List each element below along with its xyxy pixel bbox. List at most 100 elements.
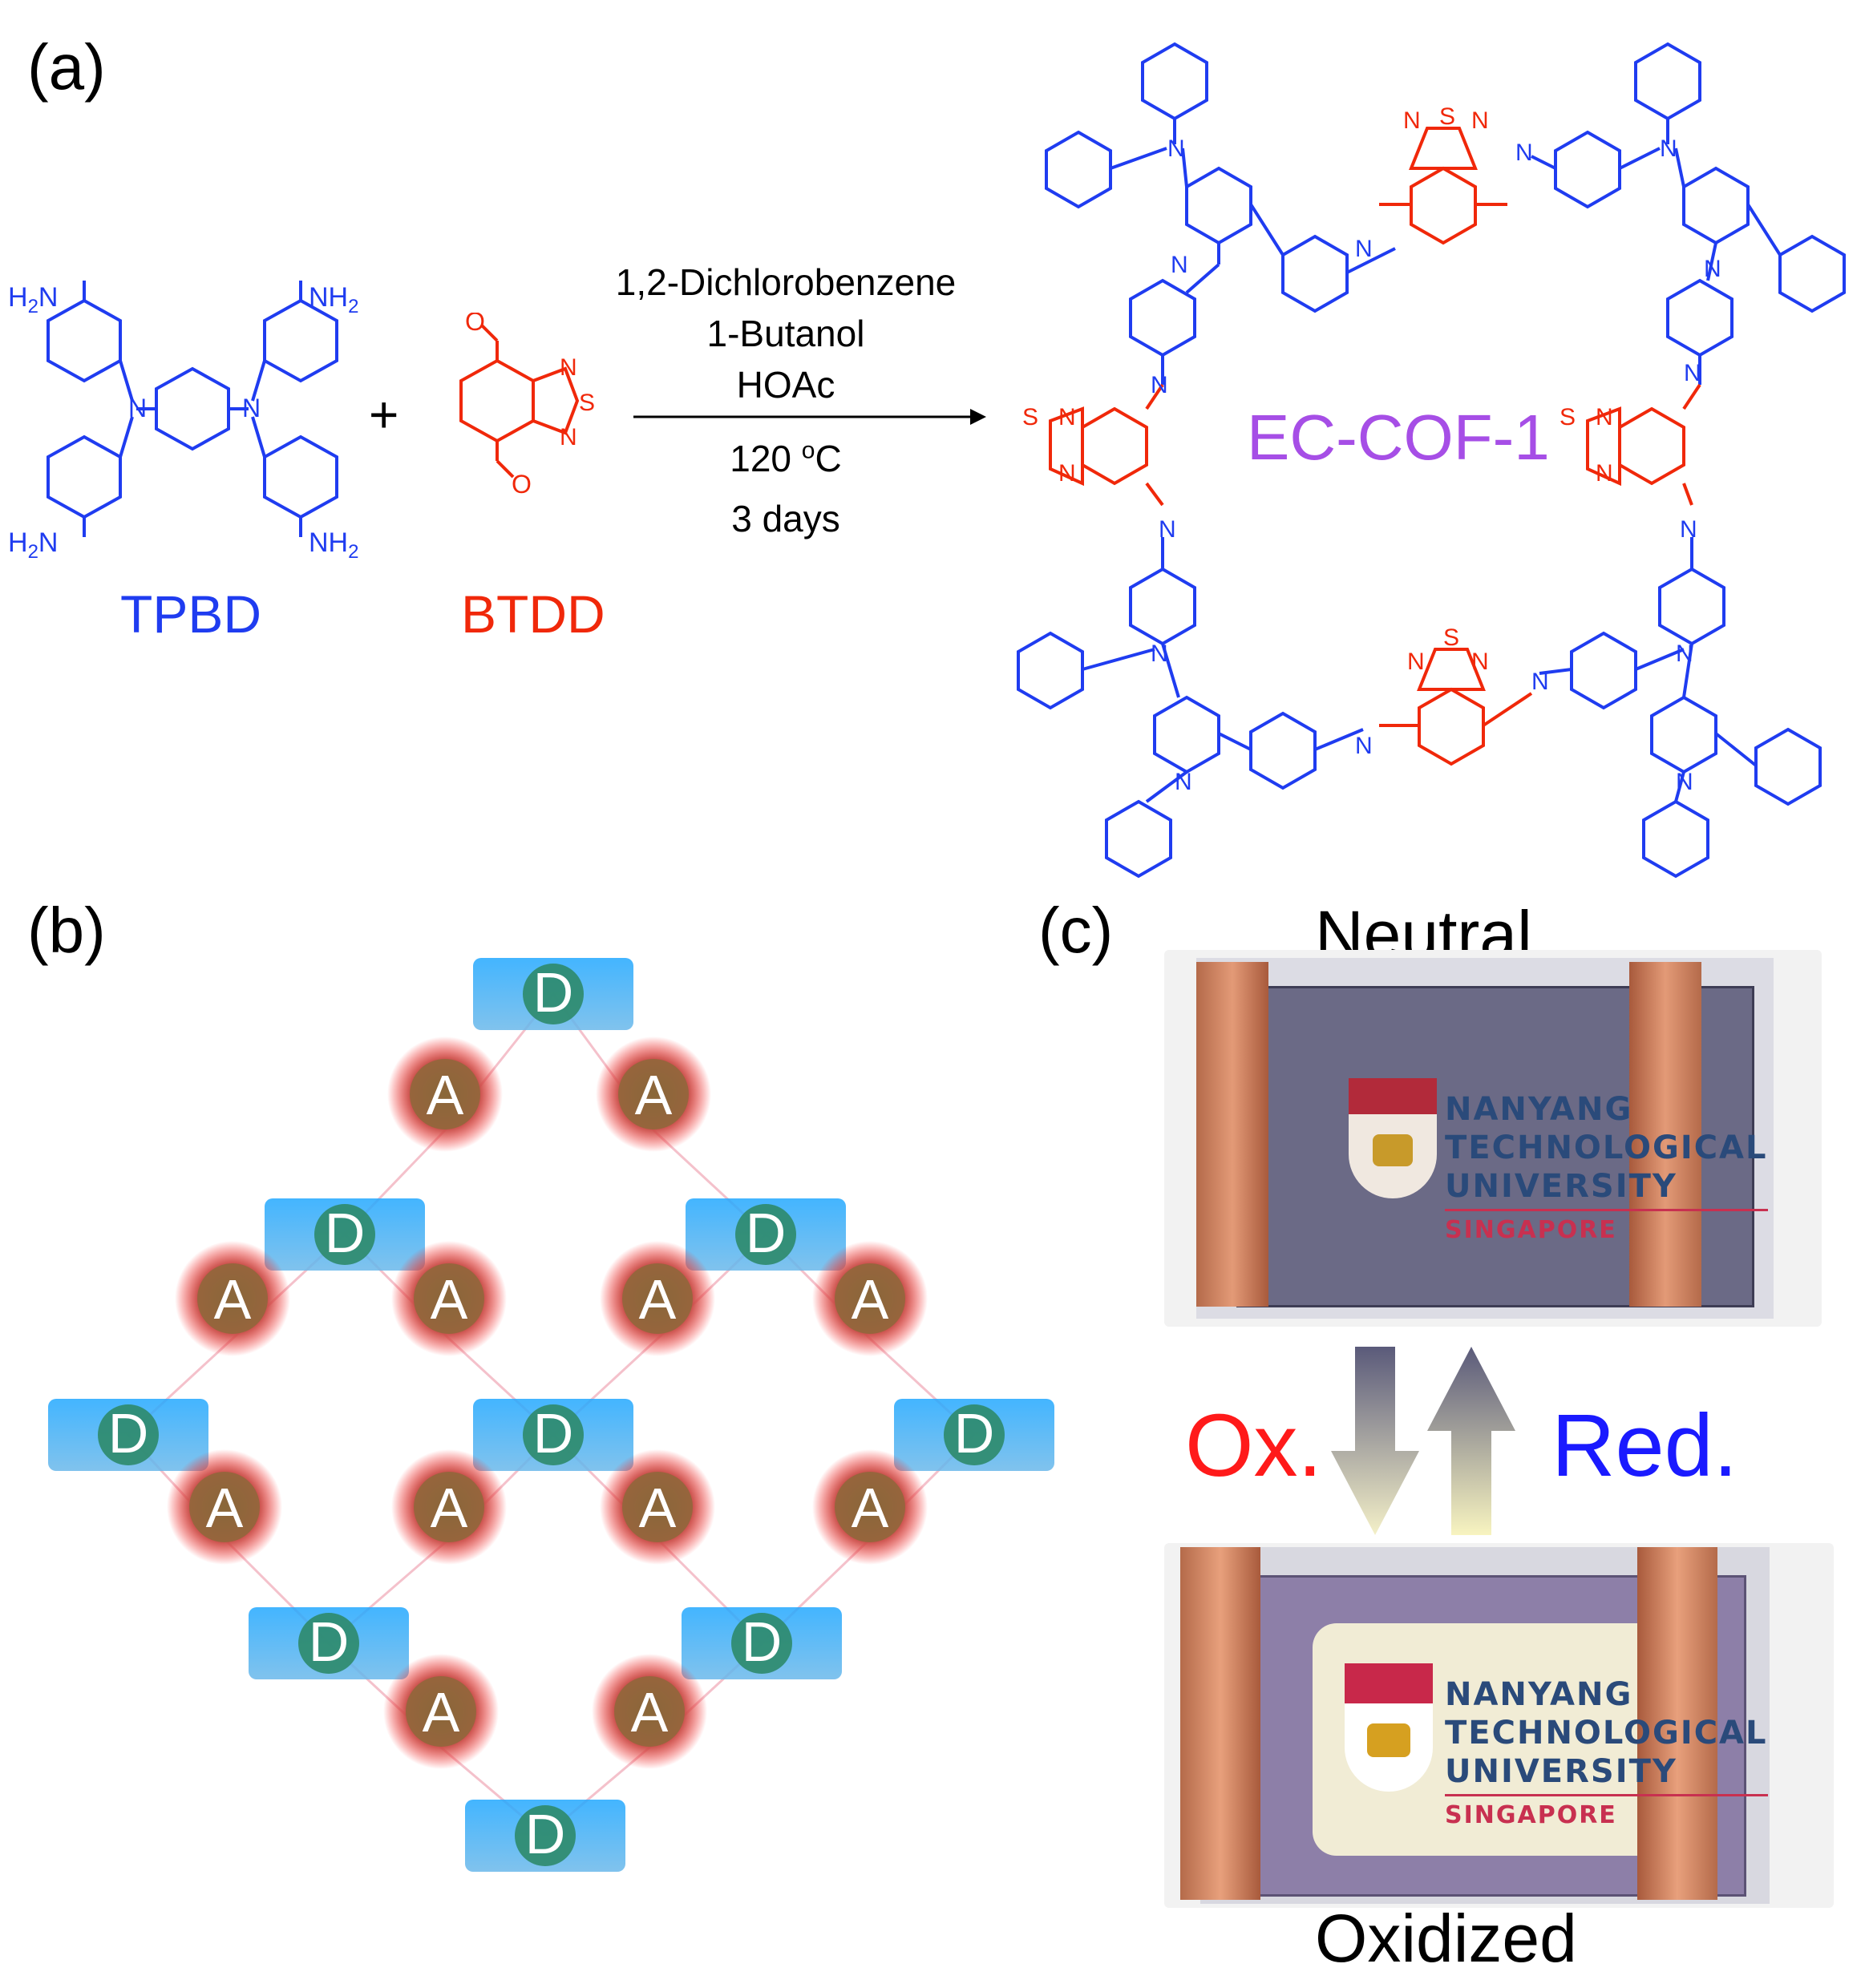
donor-label: D bbox=[746, 1202, 787, 1264]
cof-imine-n-2: N bbox=[1515, 139, 1533, 166]
panel-b-label: (b) bbox=[27, 895, 106, 966]
acceptor-unit: A bbox=[391, 1241, 507, 1356]
cof-imine-n-6: N bbox=[1680, 516, 1697, 543]
donor-unit: D bbox=[682, 1607, 842, 1679]
donor-label: D bbox=[533, 1402, 574, 1465]
cof-s-bottom: S bbox=[1443, 624, 1459, 651]
btdd-n-top: N bbox=[560, 354, 577, 381]
tpbd-n-left: N bbox=[128, 394, 147, 422]
acceptor-unit: A bbox=[812, 1241, 928, 1356]
oxidized-label: Oxidized bbox=[1315, 1901, 1577, 1976]
cof-amine-n-1: N bbox=[1167, 135, 1185, 162]
cof-amine-n-7: N bbox=[1676, 640, 1693, 667]
reaction-temperature: 120 oC bbox=[730, 437, 842, 479]
acceptor-label: A bbox=[431, 1268, 468, 1331]
cof-imine-n-7: N bbox=[1355, 733, 1373, 759]
tpbd-amine-br: NH2 bbox=[309, 527, 358, 563]
acceptor-label: A bbox=[631, 1681, 669, 1744]
acceptor-label: A bbox=[431, 1477, 468, 1539]
donor-label: D bbox=[325, 1202, 366, 1264]
cof-amine-n-4: N bbox=[1704, 256, 1721, 282]
acceptor-label: A bbox=[427, 1064, 464, 1126]
acceptor-label: A bbox=[852, 1268, 889, 1331]
tpbd-label: TPBD bbox=[120, 584, 262, 644]
ntu-crest-icon bbox=[1349, 1078, 1437, 1198]
acceptor-unit: A bbox=[175, 1241, 290, 1356]
acceptor-unit: A bbox=[592, 1654, 707, 1769]
reaction-conditions: 1,2-Dichlorobenzene 1-Butanol HOAc bbox=[577, 261, 994, 406]
donor-units: D D D D D D D bbox=[48, 958, 1054, 1872]
cof-amine-n-3: N bbox=[1660, 135, 1677, 162]
donor-unit: D bbox=[265, 1198, 425, 1271]
oxidized-device-photo: NANYANG TECHNOLOGICAL UNIVERSITY SINGAPO… bbox=[1164, 1543, 1834, 1908]
acceptor-unit: A bbox=[812, 1449, 928, 1565]
copper-tape-right bbox=[1629, 962, 1701, 1307]
cof-s-top: S bbox=[1439, 103, 1455, 130]
btdd-s: S bbox=[579, 390, 595, 416]
product-label: EC-COF-1 bbox=[1247, 402, 1550, 473]
cof-n-left-bottom: N bbox=[1058, 460, 1076, 487]
copper-tape-left bbox=[1180, 1547, 1260, 1900]
cof-imine-n-3: N bbox=[1151, 372, 1168, 398]
oxidation-arrow-icon bbox=[1331, 1347, 1419, 1535]
acceptor-unit: A bbox=[167, 1449, 282, 1565]
cof-n-bottom-left: N bbox=[1407, 649, 1425, 675]
cof-n-right-top: N bbox=[1596, 404, 1613, 430]
donor-label: D bbox=[533, 961, 574, 1024]
acceptor-unit: A bbox=[383, 1654, 499, 1769]
donor-unit: D bbox=[249, 1607, 409, 1679]
ntu-wordmark-oxidized: NANYANG TECHNOLOGICAL UNIVERSITY SINGAPO… bbox=[1445, 1675, 1768, 1835]
acceptor-label: A bbox=[852, 1477, 889, 1539]
solvent-1: 1,2-Dichlorobenzene bbox=[615, 261, 957, 303]
donor-unit: D bbox=[465, 1800, 625, 1872]
btdd-n-bottom: N bbox=[560, 424, 577, 451]
cof-n-right-bottom: N bbox=[1596, 460, 1613, 487]
btdd-structure: O O N S N bbox=[459, 313, 595, 499]
catalyst: HOAc bbox=[736, 364, 835, 406]
acceptor-label: A bbox=[639, 1477, 677, 1539]
cof-s-right: S bbox=[1560, 404, 1576, 430]
cof-n-bottom-right: N bbox=[1471, 649, 1489, 675]
cof-imine-n-5: N bbox=[1159, 516, 1176, 543]
switch-arrows bbox=[1331, 1347, 1515, 1535]
acceptor-label: A bbox=[214, 1268, 252, 1331]
tpbd-amine-bl: H2N bbox=[8, 527, 58, 563]
btdd-label: BTDD bbox=[461, 584, 605, 644]
tpbd-structure: N N H2N H2N NH2 NH2 bbox=[8, 281, 358, 563]
cof-n-top-left: N bbox=[1403, 107, 1421, 134]
donor-unit: D bbox=[686, 1198, 846, 1271]
cof-amine-n-8: N bbox=[1676, 769, 1693, 795]
acceptor-unit: A bbox=[600, 1241, 715, 1356]
acceptor-label: A bbox=[639, 1268, 677, 1331]
acceptor-label: A bbox=[206, 1477, 244, 1539]
acceptor-unit: A bbox=[600, 1449, 715, 1565]
reduction-label: Red. bbox=[1551, 1396, 1738, 1495]
acceptor-label: A bbox=[635, 1064, 673, 1126]
cof-n-top-right: N bbox=[1471, 107, 1489, 134]
panel-a-label: (a) bbox=[27, 31, 106, 103]
cof-s-left: S bbox=[1022, 404, 1038, 430]
cof-amine-n-2: N bbox=[1171, 252, 1188, 278]
donor-unit: D bbox=[473, 958, 633, 1030]
acceptor-unit: A bbox=[387, 1036, 503, 1152]
acceptor-unit: A bbox=[596, 1036, 711, 1152]
reduction-arrow-icon bbox=[1427, 1347, 1515, 1535]
tpbd-n-right: N bbox=[242, 394, 261, 422]
solvent-2: 1-Butanol bbox=[706, 313, 865, 354]
copper-tape-left bbox=[1196, 962, 1268, 1307]
reaction-arrow bbox=[633, 409, 986, 425]
cof-network-structure: S N N S N N S N N S N N N N N N N N N N … bbox=[1017, 42, 1846, 879]
ntu-wordmark-neutral: NANYANG TECHNOLOGICAL UNIVERSITY SINGAPO… bbox=[1445, 1090, 1768, 1250]
btdd-o-top: O bbox=[465, 313, 485, 336]
donor-unit: D bbox=[48, 1399, 208, 1471]
donor-label: D bbox=[309, 1610, 350, 1673]
acceptor-label: A bbox=[423, 1681, 460, 1744]
reaction-time: 3 days bbox=[731, 498, 840, 539]
cof-amine-n-6: N bbox=[1175, 769, 1192, 795]
acceptor-units: A A A A A A A A A A A A bbox=[167, 1036, 928, 1769]
neutral-device-photo: NANYANG TECHNOLOGICAL UNIVERSITY SINGAPO… bbox=[1164, 950, 1822, 1327]
donor-label: D bbox=[108, 1402, 149, 1465]
cof-imine-n-1: N bbox=[1355, 236, 1373, 262]
donor-label: D bbox=[525, 1803, 566, 1865]
donor-unit: D bbox=[894, 1399, 1054, 1471]
